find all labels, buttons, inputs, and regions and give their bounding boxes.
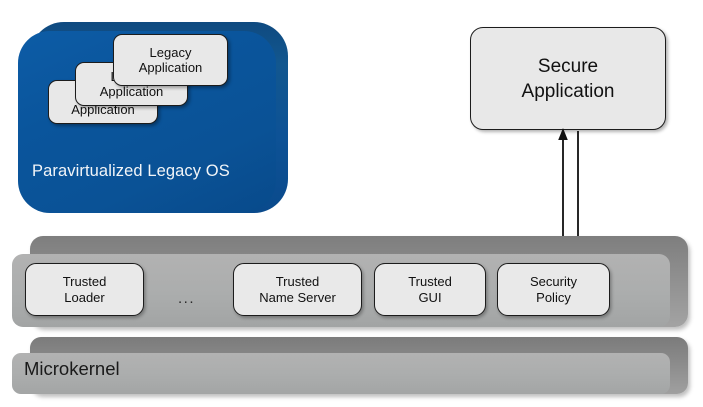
microkernel-label: Microkernel: [24, 358, 120, 379]
legacy-app-line1: Legacy: [149, 44, 192, 60]
svc-line1: Trusted: [408, 273, 452, 289]
trusted-gui-label: Trusted GUI: [408, 274, 452, 306]
legacy-app-line2: Application: [99, 84, 164, 99]
trusted-name-server-label: Trusted Name Server: [259, 274, 336, 306]
svc-line2: Loader: [64, 289, 105, 305]
secure-app-line1: Secure: [537, 55, 599, 77]
legacy-application-box-3[interactable]: Legacy Application: [113, 34, 228, 86]
svc-line2: Name Server: [259, 289, 336, 305]
trusted-loader-label: Trusted Loader: [63, 274, 107, 306]
security-policy-box[interactable]: Security Policy: [497, 263, 610, 316]
trusted-loader-box[interactable]: Trusted Loader: [25, 263, 144, 316]
legacy-os-label: Paravirtualized Legacy OS: [32, 162, 230, 180]
secure-app-line2: Application: [521, 80, 615, 102]
svc-line1: Trusted: [62, 273, 107, 289]
legacy-application-label-3: Legacy Application: [139, 45, 203, 76]
legacy-app-line2: Application: [138, 60, 203, 75]
secure-application-box[interactable]: Secure Application: [470, 27, 666, 130]
secure-application-label: Secure Application: [522, 54, 615, 104]
svc-line2: GUI: [418, 289, 442, 305]
svc-line1: Trusted: [275, 273, 320, 289]
services-ellipsis: ...: [178, 290, 196, 307]
security-policy-label: Security Policy: [530, 274, 577, 306]
svc-line2: Policy: [536, 289, 571, 305]
trusted-gui-box[interactable]: Trusted GUI: [374, 263, 486, 316]
svc-line1: Security: [530, 273, 577, 289]
microkernel-layer-slab: [12, 337, 688, 394]
trusted-name-server-box[interactable]: Trusted Name Server: [233, 263, 362, 316]
kernel-slab-front-face: [12, 353, 670, 394]
